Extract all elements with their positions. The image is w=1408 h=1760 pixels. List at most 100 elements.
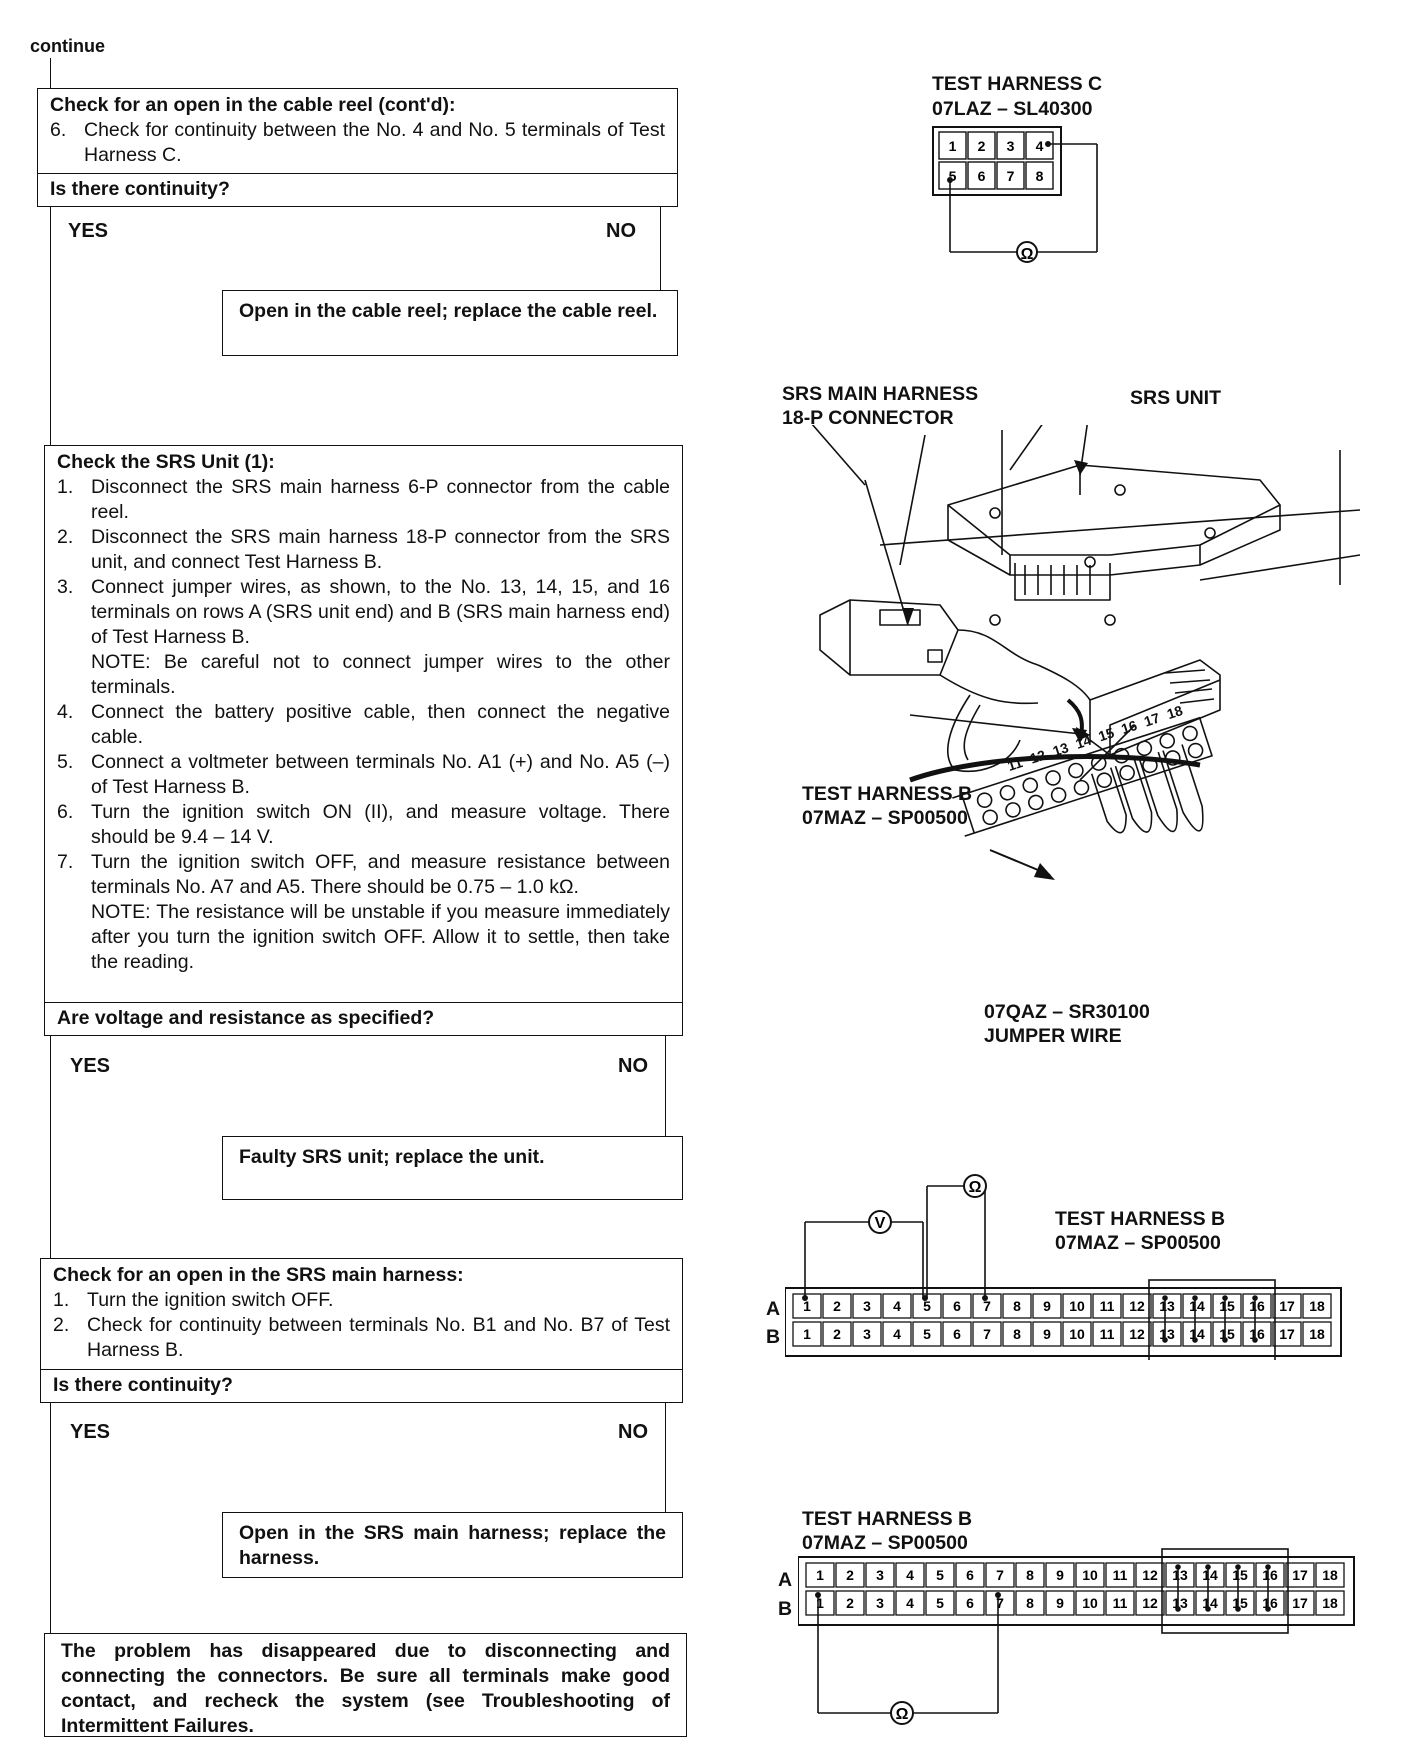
harness-pin-label: 17 [1279, 1298, 1295, 1314]
harness-pin-label: 5 [923, 1298, 931, 1314]
harness-cell [822, 1321, 852, 1347]
pin-hole [1073, 779, 1090, 796]
harness-pin-label: 3 [876, 1595, 884, 1611]
step-item: 4.Connect the battery positive cable, th… [57, 700, 670, 750]
harness-cell [1272, 1321, 1302, 1347]
question-text: Is there continuity? [53, 1374, 233, 1396]
result-box-faulty-srs-unit: Faulty SRS unit; replace the unit. [222, 1136, 683, 1200]
harness-pin-label: 8 [1026, 1595, 1034, 1611]
harness-pin-label: 8 [1013, 1298, 1021, 1314]
pin-hole [1022, 777, 1039, 794]
no-branch-line [665, 1403, 666, 1513]
harness-pin-label: 10 [1069, 1298, 1085, 1314]
pin-number-label: 14 [1074, 732, 1094, 752]
step-text: Disconnect the SRS main harness 6-P conn… [91, 476, 670, 523]
pin-hole [982, 809, 998, 826]
fig-b1-row-a: A [766, 1298, 781, 1320]
jumper-end [1162, 1337, 1168, 1343]
harness-cell [852, 1321, 882, 1347]
pin-number-label: 11 [1005, 754, 1024, 774]
yes-label: YES [70, 1421, 111, 1443]
harness-pin-label: 13 [1172, 1567, 1188, 1583]
yes-label: YES [68, 220, 109, 242]
final-result-box: The problem has disappeared due to disco… [44, 1633, 687, 1737]
harness-pin-label: 2 [833, 1298, 841, 1314]
step-item: 1.Disconnect the SRS main harness 6-P co… [57, 475, 670, 525]
yes-label: YES [70, 1055, 111, 1077]
harness-cell [1122, 1321, 1152, 1347]
jumper-wire-group [1148, 1279, 1276, 1360]
jumper-end [1235, 1564, 1241, 1570]
harness-cell [1105, 1590, 1135, 1616]
result-box-replace-cable-reel: Open in the cable reel; replace the cabl… [222, 290, 678, 356]
harness-pin-label: 16 [1262, 1567, 1278, 1583]
harness-cell [1122, 1293, 1152, 1319]
jumper-end [1162, 1295, 1168, 1301]
step-item: 2. Disconnect the SRS main harness 18-P c… [57, 525, 670, 575]
srs-unit-body [947, 464, 1281, 556]
ohmmeter-icon: Ω [963, 1174, 987, 1198]
pin-hole [976, 792, 993, 808]
harness-pin-label: 2 [846, 1567, 854, 1583]
pin-hole [1090, 755, 1107, 771]
connector-cell [938, 131, 967, 160]
harness-pin-label: 7 [983, 1298, 991, 1314]
probe-point [815, 1592, 821, 1598]
harness-cell [1285, 1590, 1315, 1616]
harness-cell [942, 1293, 972, 1319]
harness-body [785, 1287, 1342, 1357]
probe-point [982, 1295, 988, 1301]
jumper-end [1192, 1337, 1198, 1343]
pin-label: 8 [1036, 168, 1044, 184]
jumper-end [1252, 1337, 1258, 1343]
pin-label: 7 [1007, 168, 1015, 184]
jumper-end [1175, 1564, 1181, 1570]
harness-pin-label: 1 [816, 1567, 824, 1583]
step-text: Connect the battery positive cable, then… [91, 701, 670, 748]
harness-pin-label: 16 [1249, 1298, 1265, 1314]
harness-cell [1302, 1321, 1332, 1347]
harness-pin-label: 17 [1292, 1595, 1308, 1611]
harness-cell [955, 1562, 985, 1588]
probe-point [922, 1295, 928, 1301]
harness-cell [1242, 1321, 1272, 1347]
harness-pin-label: 9 [1056, 1595, 1064, 1611]
question-box: Are voltage and resistance as specified? [44, 1002, 683, 1036]
fig-c-part: 07LAZ – SL40300 [932, 98, 1093, 120]
harness-cell [925, 1590, 955, 1616]
step-number: 2. [57, 526, 74, 548]
harness-pin-label: 6 [953, 1326, 961, 1342]
harness-pin-label: 1 [803, 1326, 811, 1342]
result-box-replace-harness: Open in the SRS main harness; replace th… [222, 1512, 683, 1578]
label-test-harness-b-part: 07MAZ – SP00500 [802, 807, 968, 829]
harness-pin-label: 10 [1069, 1326, 1085, 1342]
pin-hole [999, 784, 1016, 801]
step-text: Disconnect the SRS main harness 18-P con… [91, 526, 670, 573]
pin-number-label: 18 [1165, 702, 1185, 722]
fig-b1-row-b: B [766, 1326, 781, 1348]
harness-cell [792, 1293, 822, 1319]
connector-cell [967, 161, 996, 190]
harness-cell [882, 1321, 912, 1347]
pin-number-label: 16 [1119, 717, 1139, 737]
harness-pin-label: 12 [1142, 1595, 1158, 1611]
connector-cell [1025, 131, 1054, 160]
pin-hole [1050, 787, 1067, 803]
jumper-end [1265, 1606, 1271, 1612]
pin-number-label: 12 [1028, 747, 1048, 767]
ohmmeter-icon: Ω [1016, 241, 1038, 263]
step-text: Check for continuity between the No. 4 a… [84, 119, 665, 166]
harness-cell [895, 1562, 925, 1588]
svg-text:Ω: Ω [1021, 246, 1034, 263]
harness-pin-label: 1 [803, 1298, 811, 1314]
svg-text:Ω: Ω [969, 1179, 982, 1196]
harness-pin-label: 4 [906, 1567, 914, 1583]
harness-pin-label: 3 [863, 1326, 871, 1342]
no-label: NO [618, 1421, 648, 1443]
harness-pin-label: 5 [936, 1567, 944, 1583]
step-list: 1.Turn the ignition switch OFF.2.Check f… [53, 1288, 670, 1363]
label-18p-connector: 18-P CONNECTOR [782, 407, 954, 429]
pin-hole [1028, 794, 1044, 811]
